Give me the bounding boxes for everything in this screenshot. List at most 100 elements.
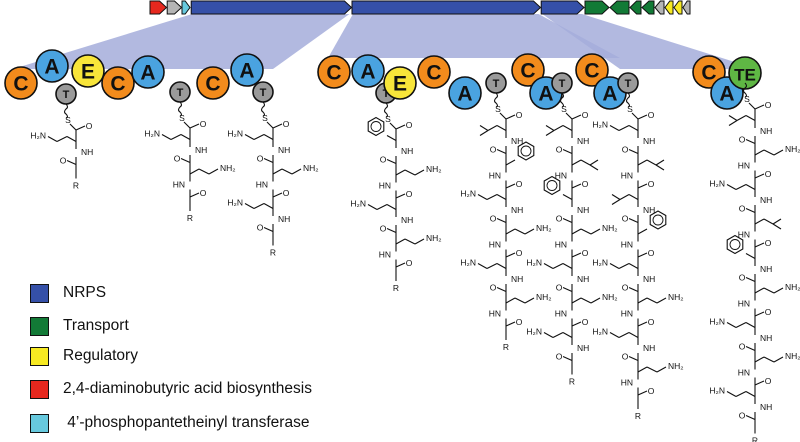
pantetheine-tether xyxy=(63,103,69,119)
legend-item-nrps: NRPS xyxy=(30,283,410,305)
legend-label-dab-biosynthesis: 2,4-diaminobutyric acid biosynthesis xyxy=(63,380,312,397)
o-label: O xyxy=(86,121,93,131)
domain-c xyxy=(101,66,135,100)
o-label: O xyxy=(648,317,655,327)
nh-label: HN xyxy=(379,181,391,191)
nh-label: HN xyxy=(489,309,501,319)
gene-arrow-gray xyxy=(654,0,665,15)
r-label: R xyxy=(569,377,575,387)
side-bond xyxy=(628,194,639,200)
bond xyxy=(754,173,765,179)
legend-label-regulatory: Regulatory xyxy=(63,347,138,364)
bond xyxy=(395,262,406,268)
side-bond xyxy=(180,134,191,140)
side-bond xyxy=(524,228,535,235)
gene-cluster xyxy=(149,0,691,15)
o-label: O xyxy=(516,248,523,258)
legend-label-nrps: NRPS xyxy=(63,284,107,301)
module-fan-2 xyxy=(328,14,620,58)
domain-label-c: C xyxy=(13,73,28,96)
bond xyxy=(562,217,573,224)
bond xyxy=(263,226,274,233)
side-bond xyxy=(562,263,573,269)
domain-label-e: E xyxy=(393,73,407,96)
side-bond xyxy=(655,164,665,171)
gene-arrow-regulatory xyxy=(664,0,674,15)
s-label: S xyxy=(495,104,501,114)
side-bond xyxy=(66,136,77,142)
side-bond xyxy=(656,366,667,373)
domain-label-c: C xyxy=(426,62,441,85)
module-fan-1 xyxy=(13,14,350,69)
side-bond xyxy=(763,149,775,156)
aromatic-circle xyxy=(652,214,664,226)
bond xyxy=(637,252,648,258)
side-bond xyxy=(611,199,621,205)
domain-c xyxy=(417,55,451,89)
o-label: O xyxy=(556,214,563,224)
nh-label: HN xyxy=(738,230,750,240)
bond xyxy=(754,104,765,110)
nh-label: NH xyxy=(643,205,655,215)
s-label: S xyxy=(262,113,268,123)
side-bond xyxy=(386,135,397,141)
side-bond xyxy=(772,223,782,230)
o-label: O xyxy=(556,352,563,362)
bond xyxy=(386,227,397,234)
gene-arrow-transport xyxy=(641,0,655,15)
side-bond xyxy=(726,184,737,190)
o-label: O xyxy=(490,145,497,155)
domain-c xyxy=(511,53,545,87)
side-bond xyxy=(524,297,535,304)
side-bond xyxy=(479,125,489,131)
domain-a xyxy=(351,54,385,88)
side-bond xyxy=(253,203,265,209)
side-bond xyxy=(618,125,630,131)
o-label: O xyxy=(257,223,264,233)
amino-label: NH₂ xyxy=(785,351,800,361)
nh-label: NH xyxy=(511,205,523,215)
pantetheine-tether xyxy=(260,101,266,117)
o-label: O xyxy=(739,411,746,421)
side-bond xyxy=(611,194,621,200)
side-bond xyxy=(754,218,765,225)
side-bond xyxy=(619,194,630,200)
bond xyxy=(505,183,516,189)
legend-swatch-dab-biosynthesis xyxy=(30,380,49,399)
side-bond xyxy=(553,125,564,131)
side-bond xyxy=(395,169,406,176)
side-bond xyxy=(395,238,406,245)
r-label: R xyxy=(270,248,276,258)
nh-label: NH xyxy=(278,145,290,155)
o-label: O xyxy=(739,204,746,214)
side-bond xyxy=(628,263,639,269)
nh-label: NH xyxy=(577,205,589,215)
side-bond xyxy=(646,366,658,373)
side-bond xyxy=(773,287,784,294)
side-bond xyxy=(646,159,657,166)
bond xyxy=(272,192,283,198)
side-bond xyxy=(367,204,378,210)
bond xyxy=(263,157,274,164)
amino-label: H₂N xyxy=(592,120,608,130)
domain-label-c: C xyxy=(520,60,535,83)
nh-label: HN xyxy=(738,161,750,171)
domain-label-c: C xyxy=(584,60,599,83)
side-bond xyxy=(580,228,592,235)
nh-label: HN xyxy=(173,180,185,190)
domain-e xyxy=(383,66,417,100)
domain-label-a: A xyxy=(538,83,553,106)
amino-label: NH₂ xyxy=(785,144,800,154)
o-label: O xyxy=(516,317,523,327)
r-label: R xyxy=(635,411,641,421)
bond xyxy=(745,207,756,214)
legend-swatch-nrps xyxy=(30,284,49,303)
domain-c xyxy=(575,53,609,87)
bond xyxy=(745,345,756,352)
side-bond xyxy=(580,297,592,304)
domain-label-c: C xyxy=(701,62,716,85)
bond xyxy=(272,123,283,129)
s-label: S xyxy=(744,94,750,104)
